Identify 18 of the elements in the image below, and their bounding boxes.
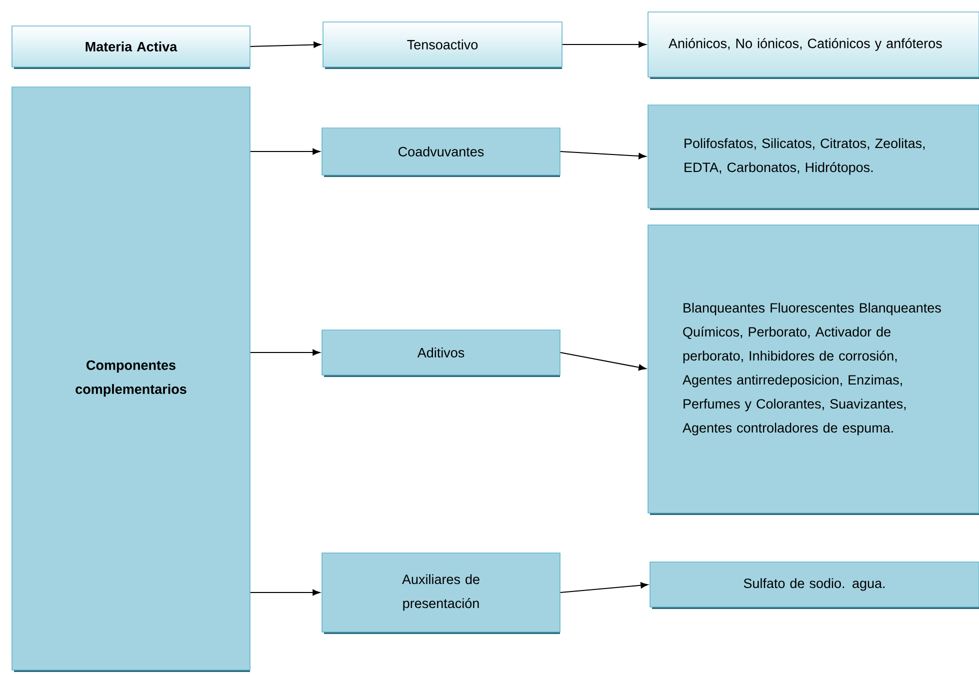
category-box: Auxiliares de presentación — [322, 552, 560, 634]
label-box: Materia Activa — [12, 26, 250, 69]
arrow — [560, 151, 646, 160]
arrow — [250, 148, 320, 155]
category-box: Coadvuvantes — [322, 128, 560, 177]
description-box: Polifosfatos, Silicatos, Citratos, Zeolitas, EDTA, Carbonatos, Hidrótopos. — [648, 104, 979, 210]
arrow — [250, 589, 320, 596]
description-box: Blanqueantes Fluorescentes Blanqueantes Químicos, Perborato, Activador de perborato, Inhibidores de corrosión, Agentes antirredeposicion, Enzimas, Perfumes y Colorantes, Suavizantes, Agentes controladores de espuma. — [648, 224, 979, 515]
arrow — [250, 349, 320, 356]
category-bar: Componentes complementarios — [12, 86, 250, 672]
category-box: Sulfato de sodio. agua. — [650, 562, 979, 609]
arrow — [560, 352, 646, 370]
description-box: Aniónicos, No iónicos, Catiónicos y anfóteros — [648, 12, 979, 79]
category-box: Aditivos — [322, 330, 560, 377]
arrow — [562, 41, 646, 48]
arrow — [560, 582, 648, 593]
label-box: Tensoactivo — [322, 22, 562, 69]
arrow — [250, 42, 322, 48]
